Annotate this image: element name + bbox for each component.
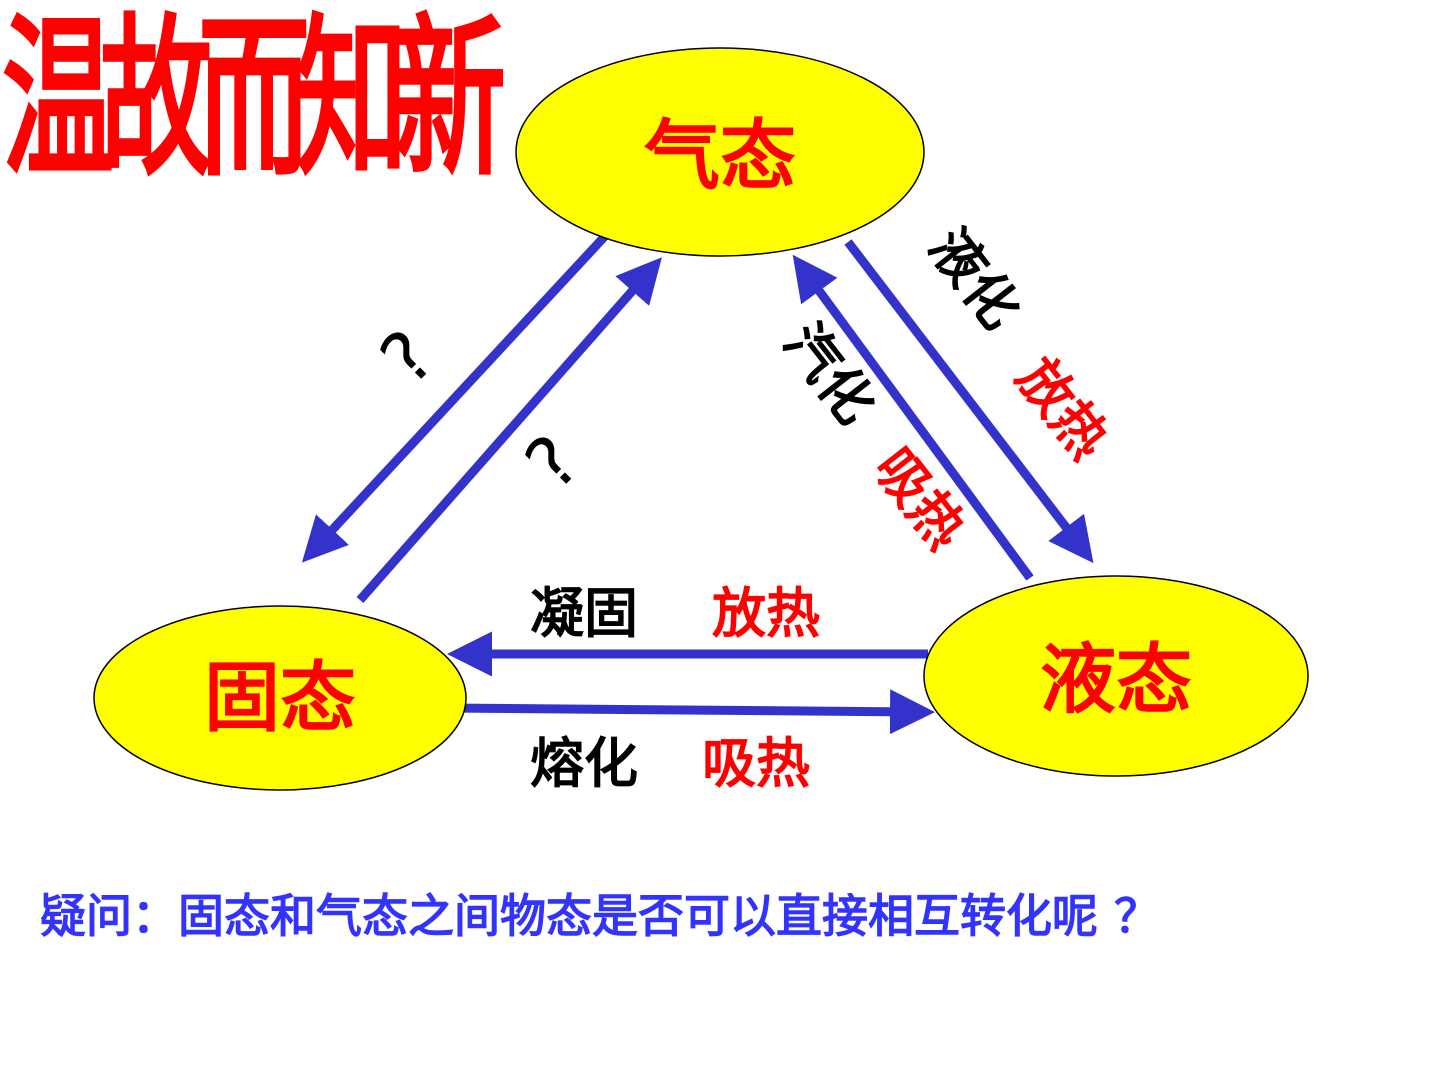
gas-to-solid-unknown-label: ? (364, 314, 450, 400)
vaporization-label: 汽化 (772, 312, 888, 436)
node-solid: 固态 (93, 605, 467, 791)
arrow-liquid-to-gas (792, 254, 1034, 581)
node-gas: 气态 (515, 47, 925, 257)
node-liquid: 液态 (923, 575, 1309, 777)
vaporization-heat-group: 吸热 (862, 437, 978, 561)
solid-to-gas-unknown-label: ? (509, 419, 595, 505)
vaporization-heat-label: 吸热 (862, 437, 978, 561)
page-title: 温故而知新 (2, 0, 506, 201)
arrow-gas-to-liquid (844, 239, 1094, 564)
arrow-solid-to-liquid (447, 689, 935, 735)
question-text: 疑问：固态和气态之间物态是否可以直接相互转化呢 ？ (40, 889, 1161, 943)
arrow-solid-to-gas (356, 257, 662, 603)
liquefaction-label-group: 液化 (917, 217, 1033, 341)
node-solid-label: 固态 (204, 653, 356, 742)
node-gas-label: 气态 (644, 111, 796, 200)
liquefaction-label: 液化 (917, 217, 1033, 341)
node-liquid-label: 液态 (1040, 635, 1192, 724)
arrow-gas-to-solid (301, 231, 610, 563)
vaporization-label-group: 汽化 (772, 312, 888, 436)
melting-heat-label: 吸热 (702, 732, 810, 795)
solidification-heat-label: 放热 (712, 582, 820, 645)
melting-label: 熔化 (530, 732, 638, 795)
liquefaction-heat-group: 放热 (1005, 347, 1121, 471)
liquefaction-heat-label: 放热 (1005, 347, 1121, 471)
solidification-label: 凝固 (530, 582, 638, 645)
